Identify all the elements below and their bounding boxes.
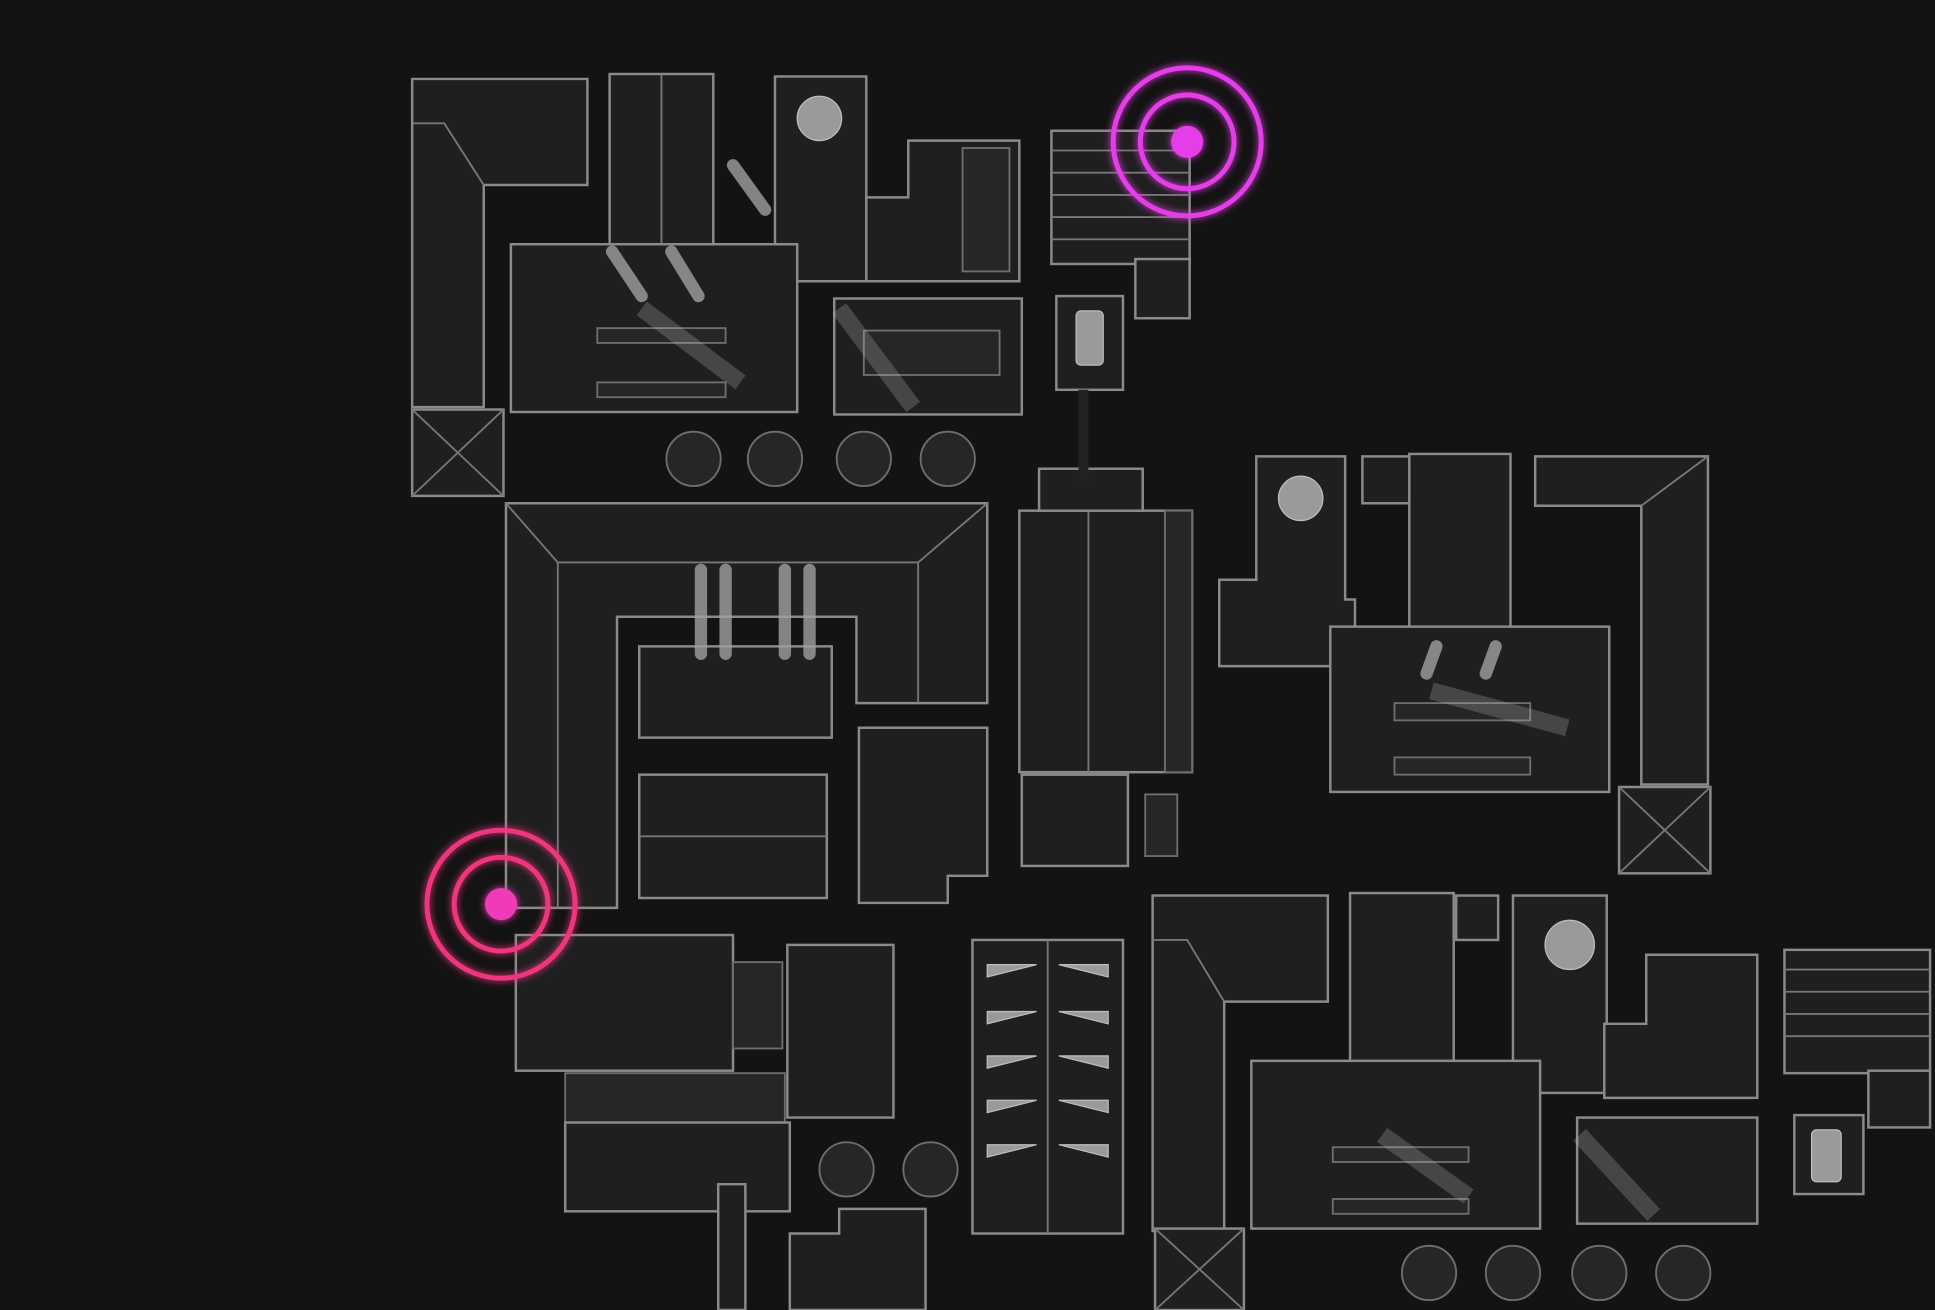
- pulse-ring-inner-icon: [451, 854, 551, 954]
- pulse-ring-inner-icon: [1137, 92, 1237, 192]
- map-marker-magenta[interactable]: [1110, 65, 1264, 219]
- map-marker-pink[interactable]: [424, 827, 578, 981]
- building-complex-b[interactable]: [504, 389, 1194, 910]
- pulse-marker-icon: [484, 888, 518, 921]
- pulse-ring-outer-icon: [1110, 65, 1264, 219]
- pulse-marker-icon: [1171, 125, 1204, 158]
- pulse-ring-outer-icon: [424, 827, 578, 981]
- building-complex-e[interactable]: [1151, 891, 1932, 1310]
- building-complex-c[interactable]: [1218, 452, 1712, 875]
- building-complex-d[interactable]: [514, 933, 1125, 1310]
- building-complex-a[interactable]: [410, 72, 1191, 498]
